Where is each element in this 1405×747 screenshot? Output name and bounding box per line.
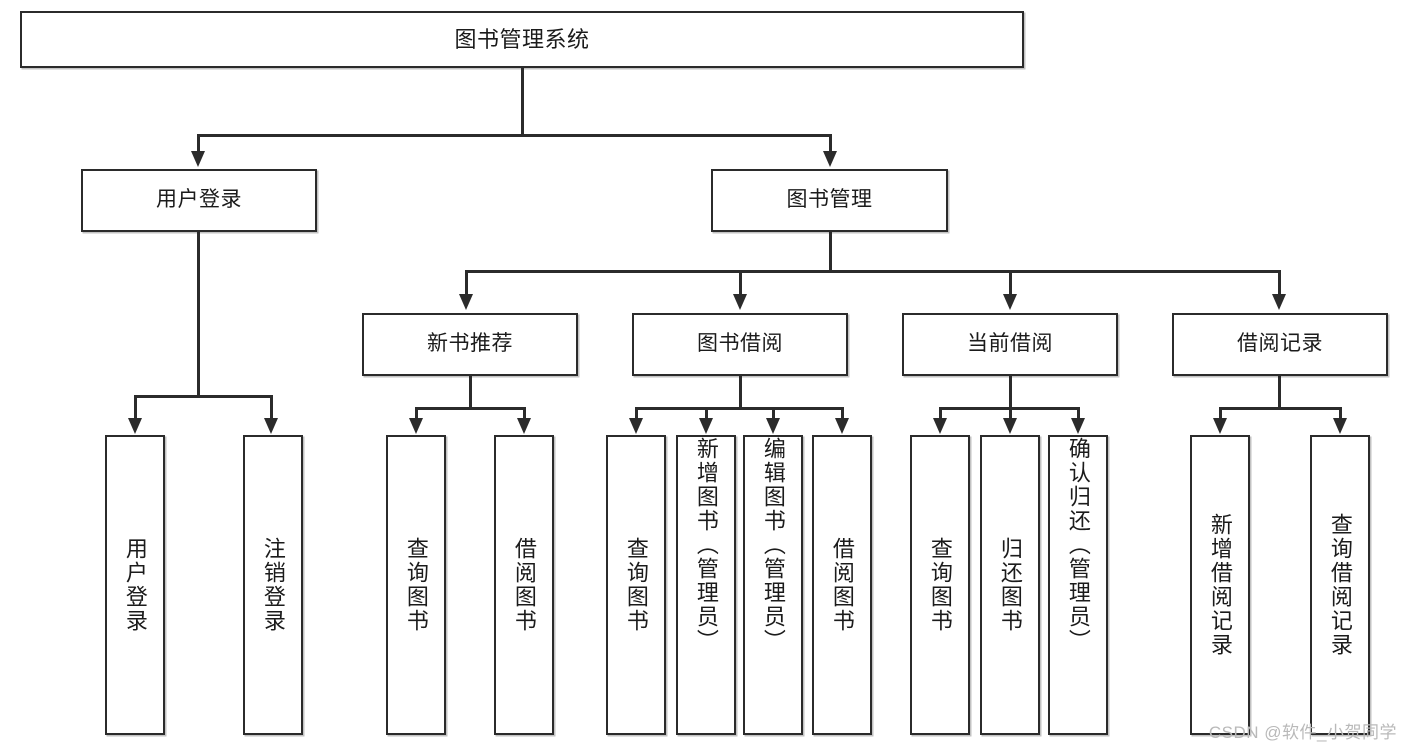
- arrowhead-book-borrow: [733, 294, 747, 310]
- arrowhead-leaf-return-book: [1003, 418, 1017, 434]
- node-label: 图书借阅: [697, 332, 783, 356]
- connector-book-borrow-drop-1: [635, 407, 638, 419]
- node-label: 归还图书: [997, 537, 1023, 633]
- node-label: 用户登录: [122, 537, 148, 633]
- node-current-borrow[interactable]: 当前借阅: [902, 313, 1118, 376]
- arrowhead-leaf-confirm-return: [1071, 418, 1085, 434]
- connector-current-borrow-drop-1: [939, 407, 942, 419]
- node-label: 借阅图书: [829, 537, 855, 633]
- connector-book-borrow-bus: [635, 407, 843, 410]
- node-label: 编辑图书（管理员）: [760, 437, 786, 653]
- node-leaf-query-book-1[interactable]: 查询图书: [386, 435, 446, 735]
- connector-new-book-bus: [415, 407, 525, 410]
- node-label: 借阅图书: [511, 537, 537, 633]
- connector-current-borrow-drop-2: [1009, 407, 1012, 419]
- node-book-management[interactable]: 图书管理: [711, 169, 948, 232]
- connector-book-management-trunk: [829, 232, 832, 272]
- node-leaf-borrow-book-2[interactable]: 借阅图书: [812, 435, 872, 735]
- node-label: 新增图书（管理员）: [693, 437, 719, 653]
- node-leaf-borrow-book-1[interactable]: 借阅图书: [494, 435, 554, 735]
- connector-borrow-record-drop-2: [1339, 407, 1342, 419]
- node-leaf-return-book[interactable]: 归还图书: [980, 435, 1040, 735]
- connector-to-new-book-recommend: [465, 270, 468, 295]
- arrowhead-leaf-add-book: [699, 418, 713, 434]
- arrowhead-leaf-query-book-2: [629, 418, 643, 434]
- arrowhead-leaf-query-book-3: [933, 418, 947, 434]
- arrowhead-leaf-logout: [264, 418, 278, 434]
- node-label: 查询图书: [403, 537, 429, 633]
- node-user-login[interactable]: 用户登录: [81, 169, 317, 232]
- connector-borrow-record-drop-1: [1219, 407, 1222, 419]
- node-label: 查询图书: [623, 537, 649, 633]
- connector-new-book-trunk: [469, 376, 472, 409]
- connector-root-bus: [197, 134, 831, 137]
- arrowhead-leaf-query-record: [1333, 418, 1347, 434]
- connector-user-login-trunk: [197, 232, 200, 397]
- connector-book-borrow-drop-4: [841, 407, 844, 419]
- connector-new-book-drop-2: [523, 407, 526, 419]
- arrowhead-user-login: [191, 151, 205, 167]
- node-label: 查询借阅记录: [1327, 513, 1353, 657]
- node-leaf-confirm-return[interactable]: 确认归还（管理员）: [1048, 435, 1108, 735]
- connector-user-login-bus: [134, 395, 270, 398]
- node-leaf-query-record[interactable]: 查询借阅记录: [1310, 435, 1370, 735]
- node-leaf-logout[interactable]: 注销登录: [243, 435, 303, 735]
- node-label: 注销登录: [260, 537, 286, 633]
- node-label: 用户登录: [156, 188, 242, 212]
- node-leaf-add-book[interactable]: 新增图书（管理员）: [676, 435, 736, 735]
- connector-borrow-record-trunk: [1278, 376, 1281, 409]
- arrowhead-leaf-edit-book: [766, 418, 780, 434]
- connector-to-user-login: [197, 134, 200, 151]
- node-label: 借阅记录: [1237, 332, 1323, 356]
- arrowhead-leaf-query-book-1: [409, 418, 423, 434]
- arrowhead-current-borrow: [1003, 294, 1017, 310]
- connector-to-book-management: [829, 134, 832, 151]
- connector-to-borrow-record: [1278, 270, 1281, 295]
- node-label: 查询图书: [927, 537, 953, 633]
- connector-to-book-borrow: [739, 270, 742, 295]
- node-root-system[interactable]: 图书管理系统: [20, 11, 1024, 68]
- connector-root-trunk: [521, 68, 524, 135]
- node-book-borrow[interactable]: 图书借阅: [632, 313, 848, 376]
- connector-book-borrow-trunk: [739, 376, 742, 409]
- arrowhead-book-management: [823, 151, 837, 167]
- connector-book-borrow-drop-2: [705, 407, 708, 419]
- connector-borrow-record-bus: [1219, 407, 1341, 410]
- arrowhead-borrow-record: [1272, 294, 1286, 310]
- connector-new-book-drop-1: [415, 407, 418, 419]
- node-label: 图书管理: [786, 188, 873, 212]
- connector-current-borrow-trunk: [1009, 376, 1012, 409]
- node-label: 新增借阅记录: [1207, 513, 1233, 657]
- arrowhead-leaf-borrow-book-2: [835, 418, 849, 434]
- node-borrow-record[interactable]: 借阅记录: [1172, 313, 1388, 376]
- node-new-book-recommend[interactable]: 新书推荐: [362, 313, 578, 376]
- arrowhead-new-book-recommend: [459, 294, 473, 310]
- node-leaf-user-login[interactable]: 用户登录: [105, 435, 165, 735]
- node-label: 确认归还（管理员）: [1065, 437, 1091, 653]
- node-leaf-edit-book[interactable]: 编辑图书（管理员）: [743, 435, 803, 735]
- connector-user-login-drop-1: [134, 395, 137, 419]
- arrowhead-leaf-add-record: [1213, 418, 1227, 434]
- node-label: 当前借阅: [967, 332, 1053, 356]
- node-leaf-query-book-3[interactable]: 查询图书: [910, 435, 970, 735]
- node-leaf-add-record[interactable]: 新增借阅记录: [1190, 435, 1250, 735]
- connector-level3-bus: [465, 270, 1280, 273]
- connector-book-borrow-drop-3: [772, 407, 775, 419]
- connector-user-login-drop-2: [270, 395, 273, 419]
- node-label: 新书推荐: [427, 332, 513, 356]
- arrowhead-leaf-user-login: [128, 418, 142, 434]
- arrowhead-leaf-borrow-book-1: [517, 418, 531, 434]
- node-label: 图书管理系统: [454, 26, 590, 52]
- node-leaf-query-book-2[interactable]: 查询图书: [606, 435, 666, 735]
- connector-current-borrow-drop-3: [1077, 407, 1080, 419]
- connector-to-current-borrow: [1009, 270, 1012, 295]
